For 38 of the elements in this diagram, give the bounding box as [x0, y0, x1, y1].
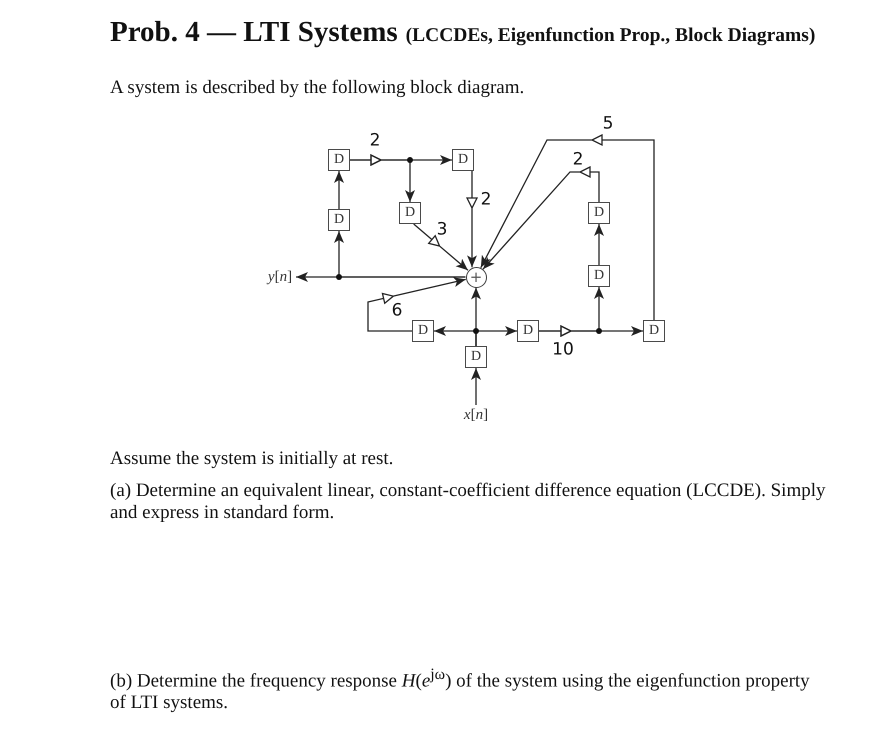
- delay-block: D: [465, 346, 487, 368]
- gain-label: 2: [370, 132, 380, 150]
- summing-junction: +: [466, 266, 486, 288]
- delay-block: D: [588, 265, 610, 287]
- delay-block: D: [452, 149, 474, 171]
- signal-arrow: [466, 170, 478, 268]
- signal-arrow: [538, 325, 644, 337]
- gain-label: 5: [602, 116, 614, 132]
- intro-text: A system is described by the following block diagram.: [110, 77, 524, 99]
- gain-label: 2: [572, 152, 584, 168]
- question-text: (a) Determine an equivalent linear, constant-coefficient difference equation (LCCDE). Simply and express in standard form.: [110, 480, 827, 524]
- signal-arrow: [334, 171, 344, 209]
- gain-label: 2: [480, 192, 492, 208]
- delay-block: D: [328, 209, 350, 231]
- signal-arrow: [471, 368, 481, 405]
- signal-arrow: [480, 134, 655, 321]
- signal-label: y[n]: [264, 267, 296, 287]
- signal-arrow: [334, 231, 466, 278]
- title: Prob. 4 — LTI Systems: [110, 15, 398, 49]
- note-text: Assume the system is initially at rest.: [110, 448, 394, 470]
- signal-label: x[n]: [460, 405, 492, 425]
- gain-label: 10: [552, 342, 574, 358]
- delay-block: D: [517, 320, 539, 342]
- signal-arrow: [413, 223, 469, 271]
- delay-block: D: [588, 202, 610, 224]
- question-text: (b) Determine the frequency response H(e$^{jω}$) of the system using the eigenfunction property of LTI systems.: [110, 665, 810, 714]
- signal-arrow: [367, 277, 466, 332]
- gain-label: 6: [392, 302, 402, 320]
- signal-arrow: [594, 224, 604, 265]
- signal-arrow: [471, 288, 481, 346]
- delay-block: D: [412, 320, 434, 342]
- subtitle: (LCCDEs, Eigenfunction Prop., Block Diagrams): [406, 25, 816, 47]
- gain-label: 3: [436, 222, 448, 238]
- delay-block: D: [399, 202, 421, 224]
- delay-block: D: [328, 149, 350, 171]
- signal-arrow: [482, 166, 600, 270]
- signal-arrow: [349, 154, 415, 203]
- delay-block: D: [643, 320, 665, 342]
